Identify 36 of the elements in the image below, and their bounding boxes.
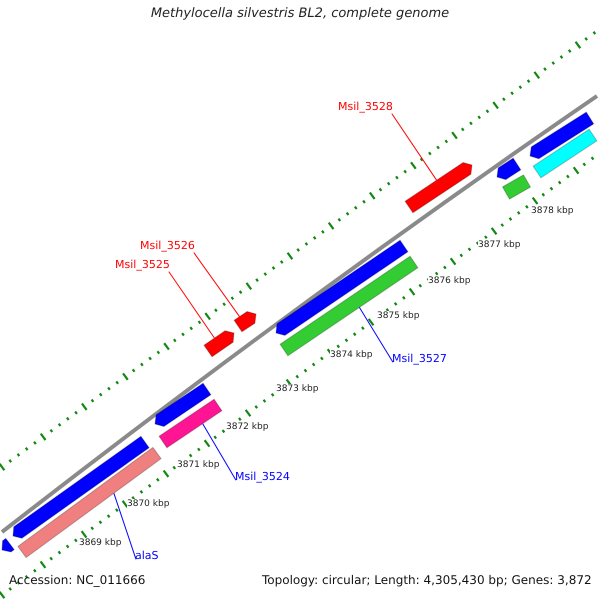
gene-bar (154, 382, 212, 428)
gene-label: Msil_3524 (235, 471, 290, 484)
leader-line (113, 492, 136, 560)
gene-bar (532, 128, 598, 178)
accession-text: Accession: NC_011666 (9, 574, 146, 588)
position-label: 3869 kbp (79, 538, 122, 548)
position-label: 3876 kbp (428, 276, 470, 286)
genome-summary-text: Topology: circular; Length: 4,305,430 bp; Genes: 3,872 (262, 574, 592, 588)
position-label: 3871 kbp (177, 460, 220, 470)
gene-bar (233, 310, 257, 332)
leader-line (202, 423, 236, 481)
leader-line (168, 271, 215, 338)
position-label: 3877 kbp (478, 240, 520, 250)
position-label: 3872 kbp (226, 422, 268, 432)
gene-bar (203, 330, 235, 358)
gene-label: alaS (135, 550, 159, 563)
position-label: 3870 kbp (127, 499, 170, 510)
position-label: 3873 kbp (276, 384, 318, 394)
position-label: 3875 kbp (377, 311, 420, 322)
gene-bar (502, 174, 532, 200)
leader-line (391, 113, 438, 181)
gene-bar (404, 162, 473, 214)
gene-bar (12, 436, 150, 539)
gene-label: Msil_3526 (140, 240, 195, 253)
position-label: 3874 kbp (330, 350, 372, 360)
diagram-title: Methylocella silvestris BL2, complete genome (150, 7, 450, 22)
gene-bar (1, 538, 15, 553)
gene-bar (529, 111, 594, 160)
leader-line (358, 306, 394, 363)
gene-bar (158, 398, 223, 448)
position-label: 3878 kbp (531, 206, 574, 216)
gene-label: Msil_3525 (115, 259, 170, 272)
leader-line (193, 252, 240, 318)
gene-label: Msil_3528 (338, 101, 393, 114)
gene-bar (496, 157, 522, 180)
gene-label: Msil_3527 (392, 353, 447, 366)
